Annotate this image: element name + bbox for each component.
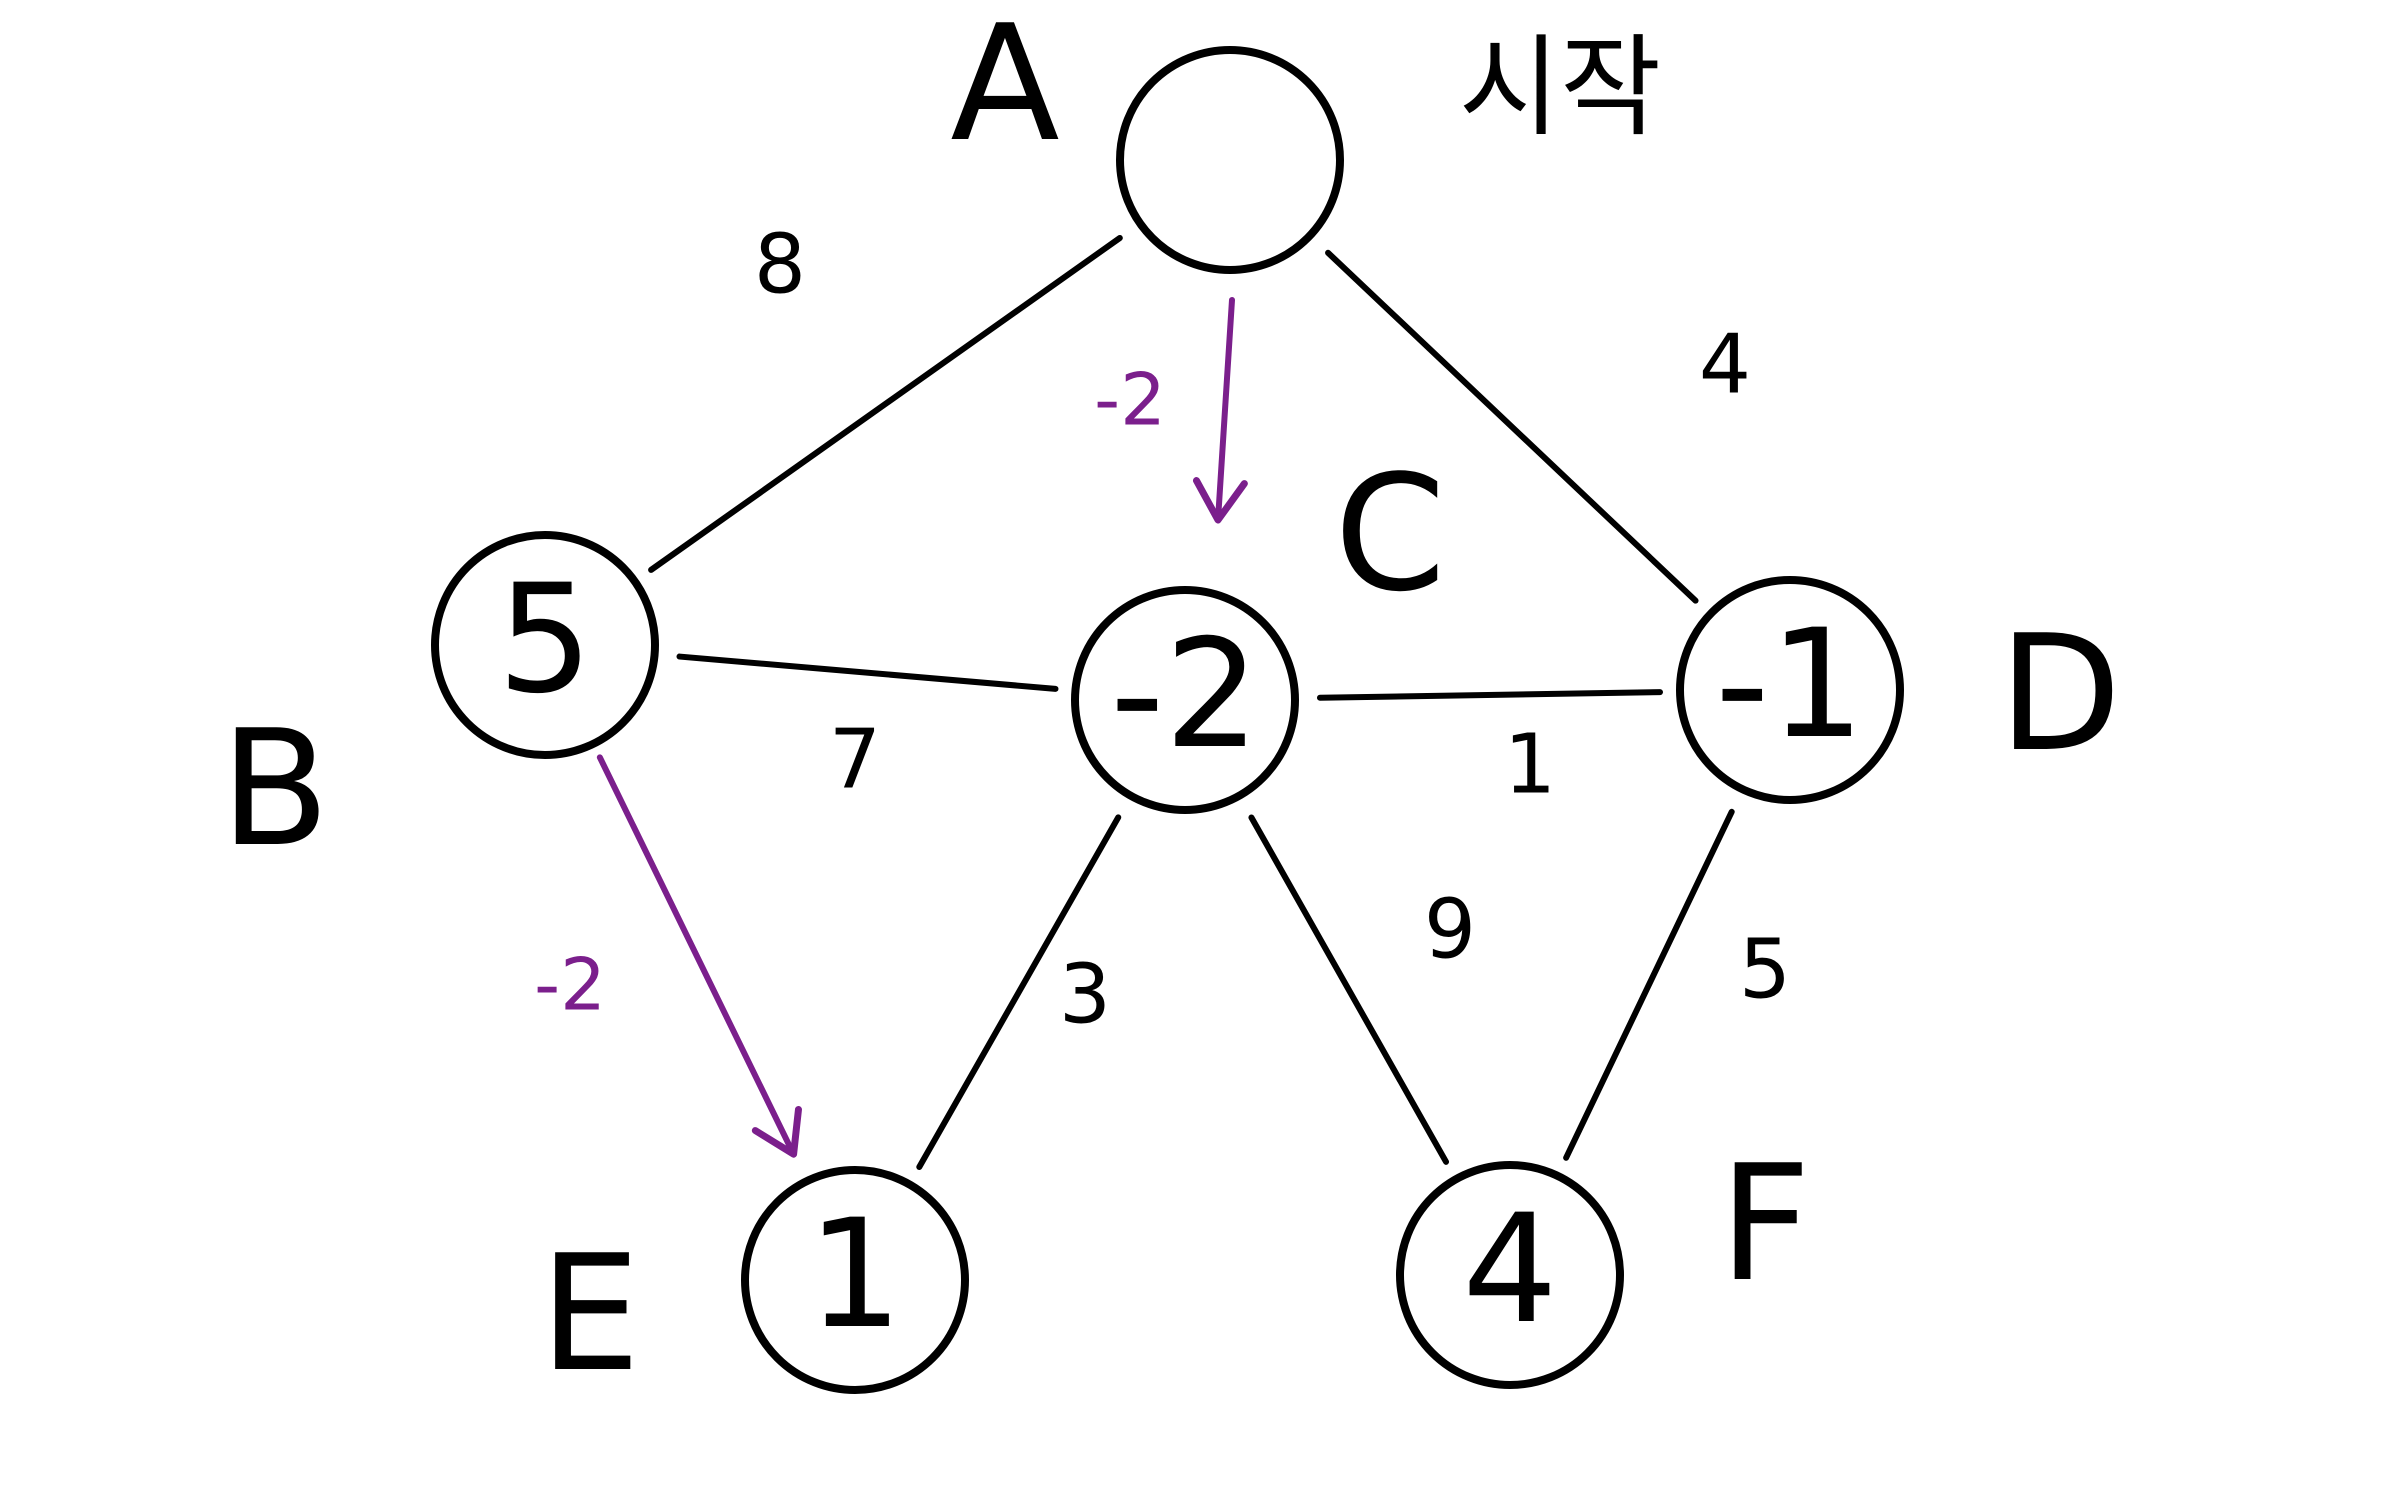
edge-weight-c-d: 1 [1504,717,1556,812]
node-circle-a [1116,46,1344,274]
node-letter-f: F [1719,1130,1811,1317]
node-circle-b [431,531,659,759]
arrowhead-a-c [1192,477,1248,524]
edge-weight-b-c: 7 [829,712,881,807]
node-b: 5B [220,531,659,882]
edge-weight-a-b: 8 [754,217,806,312]
node-value-b: 5 [497,553,592,727]
edges-layer [648,235,1735,1171]
edge-c-e [916,814,1122,1171]
node-circle-c [1071,586,1299,814]
node-letter-e: E [539,1220,640,1407]
node-c: -2 C [1071,440,1446,814]
node-value-f: 4 [1462,1183,1557,1357]
edge-a-b [648,235,1123,573]
node-letter-d: D [1998,600,2121,787]
arrow-label-a-c: -2 [1094,358,1166,442]
arrow-label-b-e: -2 [534,943,606,1027]
edge-a-d [1325,249,1699,604]
node-a: A 시작 [950,0,1661,274]
node-circle-f [1396,1161,1624,1389]
edge-c-d [1316,689,1664,701]
node-d: -1 D [1676,576,2122,804]
edge-weight-a-d: 4 [1699,317,1751,412]
node-letter-c: C [1334,440,1446,627]
node-e: 1E [539,1166,969,1407]
node-letter-b: B [220,695,330,882]
arrowhead-b-e [751,1106,802,1158]
node-circle-e [741,1166,969,1394]
node-value-c: -2 [1110,608,1260,782]
node-note-a: 시작 [1459,23,1661,151]
node-circle-d [1676,576,1904,804]
arrow-b-e [596,754,797,1158]
edge-weight-c-f: 9 [1424,882,1476,977]
edge-weight-d-f: 5 [1739,922,1791,1017]
node-value-d: -1 [1715,598,1865,772]
edge-b-c [676,653,1059,692]
arrows-layer [596,297,1248,1158]
edge-weight-c-e: 3 [1059,947,1111,1042]
edge-d-f [1563,808,1735,1161]
arrow-a-c [1211,297,1235,523]
node-letter-a: A [950,0,1059,177]
edge-c-f [1248,814,1450,1165]
node-value-e: 1 [807,1188,902,1362]
